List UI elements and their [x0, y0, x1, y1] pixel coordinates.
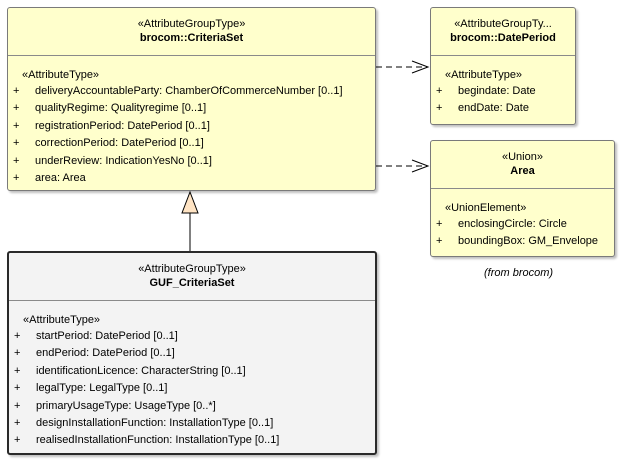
- dependency-arrow-area: [376, 159, 430, 173]
- attribute-row[interactable]: +begindate: Date: [436, 85, 536, 97]
- attribute-row[interactable]: +correctionPeriod: DatePeriod [0..1]: [13, 137, 204, 150]
- section-stereotype: «UnionElement»: [445, 202, 527, 214]
- generalization-arrow: [181, 190, 199, 251]
- section-stereotype: «AttributeType»: [22, 69, 100, 81]
- attribute-row[interactable]: +deliveryAccountableParty: ChamberOfComm…: [13, 85, 343, 97]
- attribute-row[interactable]: +endDate: Date: [436, 102, 529, 115]
- class-name: GUF_CriteriaSet: [149, 277, 235, 289]
- class-guf-criteria-set[interactable]: «AttributeGroupType» GUF_CriteriaSet «At…: [7, 251, 377, 455]
- section-stereotype: «AttributeType»: [23, 314, 101, 326]
- class-name: Area: [510, 165, 535, 177]
- section-stereotype: «AttributeType»: [445, 69, 523, 81]
- attribute-row[interactable]: +registrationPeriod: DatePeriod [0..1]: [13, 119, 210, 132]
- compartment-divider: [9, 300, 375, 301]
- attribute-row[interactable]: +endPeriod: DatePeriod [0..1]: [14, 347, 175, 360]
- attribute-row[interactable]: +legalType: LegalType [0..1]: [14, 382, 168, 395]
- attribute-row[interactable]: +qualityRegime: Qualityregime [0..1]: [13, 102, 207, 115]
- class-header: «AttributeGroupType» GUF_CriteriaSet: [9, 262, 375, 290]
- attribute-row[interactable]: +enclosingCircle: Circle: [436, 218, 567, 230]
- compartment-divider: [431, 55, 575, 56]
- attribute-row[interactable]: +identificationLicence: CharacterString …: [14, 364, 246, 377]
- class-criteria-set[interactable]: «AttributeGroupType» brocom::CriteriaSet…: [7, 7, 376, 191]
- attribute-compartment: «AttributeType» +begindate: Date +endDat…: [431, 67, 575, 118]
- class-name: brocom::CriteriaSet: [139, 32, 244, 44]
- class-header: «AttributeGroupType» brocom::CriteriaSet: [8, 17, 375, 45]
- compartment-divider: [431, 188, 614, 189]
- attribute-compartment: «UnionElement» +enclosingCircle: Circle …: [431, 200, 614, 251]
- class-date-period[interactable]: «AttributeGroupTy... brocom::DatePeriod …: [430, 7, 576, 125]
- attribute-row[interactable]: +primaryUsageType: UsageType [0..*]: [14, 399, 216, 412]
- class-stereotype: «AttributeGroupTy...: [454, 18, 552, 30]
- attribute-row[interactable]: +startPeriod: DatePeriod [0..1]: [14, 330, 178, 342]
- class-stereotype: «Union»: [502, 151, 543, 163]
- class-header: «Union» Area: [431, 150, 614, 178]
- class-stereotype: «AttributeGroupType»: [138, 263, 246, 275]
- class-area[interactable]: «Union» Area «UnionElement» +enclosingCi…: [430, 140, 615, 257]
- class-stereotype: «AttributeGroupType»: [137, 18, 246, 30]
- attribute-row[interactable]: +realisedInstallationFunction: Installat…: [14, 434, 280, 447]
- attribute-row[interactable]: +area: Area: [13, 172, 86, 185]
- class-header: «AttributeGroupTy... brocom::DatePeriod: [431, 17, 575, 45]
- package-note: (from brocom): [484, 267, 554, 279]
- attribute-compartment: «AttributeType» +startPeriod: DatePeriod…: [9, 312, 375, 450]
- dependency-arrow-dateperiod: [376, 60, 430, 74]
- compartment-divider: [8, 55, 375, 56]
- attribute-compartment: «AttributeType» +deliveryAccountablePart…: [8, 67, 375, 187]
- attribute-row[interactable]: +designInstallationFunction: Installatio…: [14, 417, 274, 430]
- attribute-row[interactable]: +boundingBox: GM_Envelope: [436, 235, 599, 248]
- attribute-row[interactable]: +underReview: IndicationYesNo [0..1]: [13, 154, 212, 167]
- class-name: brocom::DatePeriod: [450, 32, 556, 44]
